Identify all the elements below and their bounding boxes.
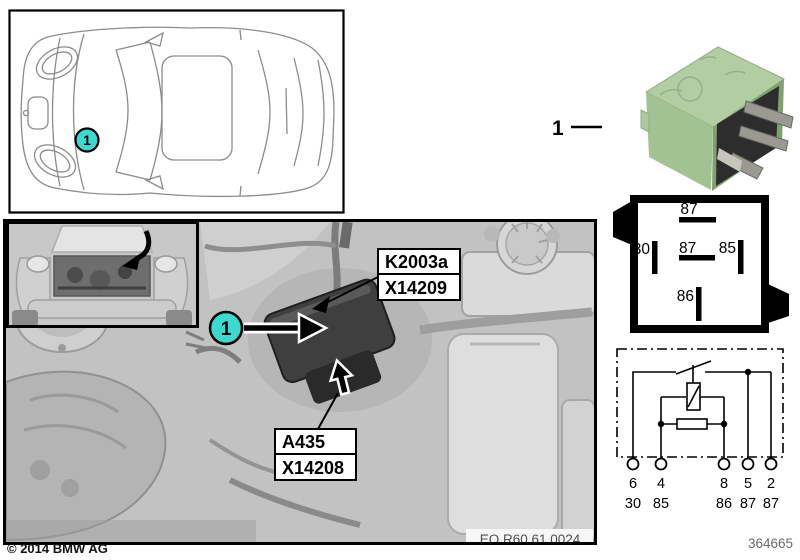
terminal-circle: [741, 457, 755, 471]
photo-ref-text: EO R60 61 0024: [480, 532, 581, 547]
marker-label: 1: [83, 132, 91, 148]
wire-30: [632, 371, 676, 459]
terminal-label: 86: [716, 496, 732, 512]
keying-tab-left: [613, 201, 632, 245]
relay-bracket: [717, 148, 742, 172]
car-top-view-panel: 1: [8, 9, 345, 214]
pin-label-87-top: 87: [680, 201, 697, 218]
engine-bay-photo-panel: 1 K2003a X14209 A435 X14208: [3, 219, 597, 547]
relay-notch: [640, 109, 650, 133]
resistor-symbol: [676, 418, 708, 430]
marker-arrow-icon: [297, 311, 329, 345]
car-panel-border: [8, 9, 345, 214]
terminal-circle: [717, 457, 731, 471]
document-number: 364665: [748, 536, 793, 551]
coil-wires: [660, 396, 725, 459]
sunroof: [161, 55, 233, 161]
terminal-label: 87: [763, 496, 779, 512]
module-label-box: A435 X14208: [274, 392, 357, 481]
relay-callout-label: 1: [552, 117, 564, 140]
pin-slot-87-mid: [679, 255, 715, 261]
terminal-circle: [654, 457, 668, 471]
terminal-circle: [626, 457, 640, 471]
pin-slot-87-top: [679, 217, 716, 223]
pin-label-86: 86: [677, 288, 694, 305]
car-outline-drawing: [20, 26, 335, 198]
relay-pin-diagram: 87 30 87 85 86: [613, 195, 789, 333]
terminal-label: 87: [740, 496, 756, 512]
pin-number: 8: [720, 476, 728, 492]
position-marker-1: 1: [74, 127, 100, 153]
inset-border: [6, 221, 199, 328]
windshield: [50, 225, 154, 253]
schematic-terminal-labels: 30 85 86 87 87: [625, 496, 779, 512]
relay-product-photo: 1: [552, 46, 794, 191]
leader-arrow-icon: [312, 296, 330, 313]
headlight-right: [33, 144, 77, 178]
pin-number: 6: [629, 476, 637, 492]
schematic-border: [616, 348, 784, 458]
pin-label-85: 85: [719, 240, 736, 257]
terminal-circle: [764, 457, 778, 471]
pin-label-87-mid: 87: [679, 240, 696, 257]
terminal-label: 85: [653, 496, 669, 512]
headlight-left: [35, 46, 79, 80]
marker-circle: [74, 127, 100, 153]
relay-circuit-schematic: 6 4 8 5 2 30 85 86 87 87: [616, 348, 784, 512]
hood-open-inset: [6, 221, 199, 328]
schematic-pin-numbers: 6 4 8 5 2: [629, 476, 775, 492]
relay-pin: [743, 100, 794, 129]
engine-photo-clip: 1 K2003a X14209 A435 X14208: [6, 221, 595, 547]
mirror-left: [144, 31, 164, 47]
hood-arrow-icon: [122, 253, 141, 270]
pin-number: 4: [657, 476, 665, 492]
pin-slot-85: [738, 240, 744, 274]
module-connector-code: X14208: [282, 458, 344, 478]
pin-number: 2: [767, 476, 775, 492]
pin-slot-30: [652, 241, 658, 274]
module-code: A435: [282, 432, 325, 452]
wire-87: [705, 371, 772, 459]
relay-emboss-logo: [677, 76, 703, 102]
relay-label-box: K2003a X14209: [312, 248, 461, 313]
mirror-right: [144, 175, 164, 191]
relay-pin: [738, 125, 789, 152]
leader-line: [321, 276, 379, 306]
keying-tab-right: [768, 284, 789, 323]
pin-label-30: 30: [633, 241, 651, 258]
marker-circle: [208, 310, 244, 346]
pin-number: 5: [744, 476, 752, 492]
terminal-label: 30: [625, 496, 641, 512]
bumper: [27, 299, 177, 319]
leader-line: [317, 392, 339, 430]
photo-panel-border: [3, 219, 597, 545]
relay-code: K2003a: [385, 252, 449, 272]
junction-dot: [744, 368, 752, 376]
photo-ref-label: EO R60 61 0024: [466, 529, 593, 547]
coolant-tank: [447, 333, 559, 535]
pin-slot-86: [696, 287, 702, 321]
marker-label: 1: [221, 319, 232, 340]
relay-left-face: [646, 92, 713, 190]
engine-photo-background: [6, 221, 595, 543]
copyright-text: © 2014 BMW AG: [7, 541, 108, 556]
relay-connector-code: X14209: [385, 278, 447, 298]
photo-marker-1: 1: [208, 310, 329, 346]
terminal-circles: [626, 457, 778, 471]
connector-arrow-icon: [328, 358, 355, 396]
